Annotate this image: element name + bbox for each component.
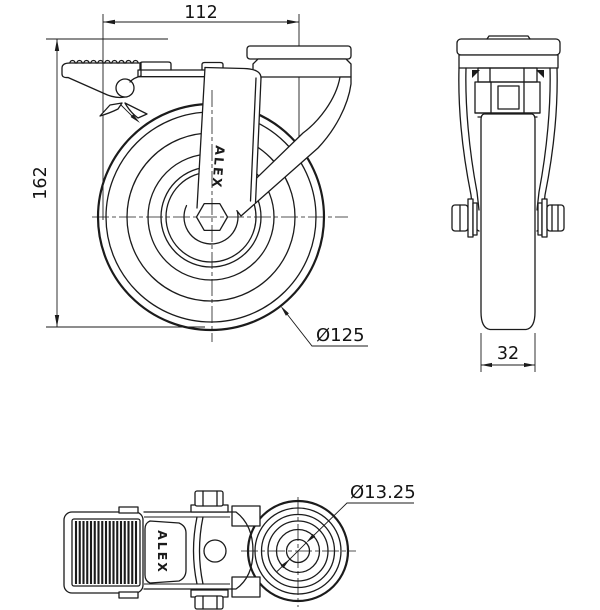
side-view: 32 <box>451 35 565 372</box>
hub-boss <box>183 204 239 245</box>
brake-pedal <box>61 59 148 123</box>
bottom-view: ALEX Ø13.25 <box>63 482 416 610</box>
front-view: 112 162 Ø125 <box>31 3 368 347</box>
axle-bolt <box>451 198 478 238</box>
swivel-cap-front <box>246 45 352 78</box>
leader-wheel-diameter: Ø125 <box>280 305 368 347</box>
dimension-wheel-width: 32 <box>480 333 536 372</box>
brand-logo-bottom: ALEX <box>155 530 170 574</box>
wheel-width-label: 32 <box>497 344 519 364</box>
fork-rear-leg <box>230 76 352 217</box>
wheel-side <box>480 113 536 331</box>
swivel-cap-side <box>456 35 561 69</box>
dimension-height: 162 <box>31 38 205 328</box>
brand-panel-bottom: ALEX <box>144 520 187 584</box>
dim-height-162-label: 162 <box>31 166 51 199</box>
brake-pedal-bottom <box>63 506 144 599</box>
swivel-bearing-section <box>472 67 544 118</box>
dim-width-112-label: 112 <box>184 3 217 23</box>
axle-nut <box>537 198 565 238</box>
wheel-diameter-label: Ø125 <box>316 325 365 346</box>
fork-front-leg <box>196 66 262 212</box>
brand-logo-front: ALEX <box>209 145 228 190</box>
kingpin-bolt-bottom <box>190 589 229 610</box>
clamp-tab-top <box>231 505 261 527</box>
brake-housing-bottom <box>143 511 254 590</box>
clamp-tab-bottom <box>231 576 261 598</box>
hole-diameter-label: Ø13.25 <box>350 482 416 503</box>
kingpin-bolt-top <box>190 490 229 513</box>
